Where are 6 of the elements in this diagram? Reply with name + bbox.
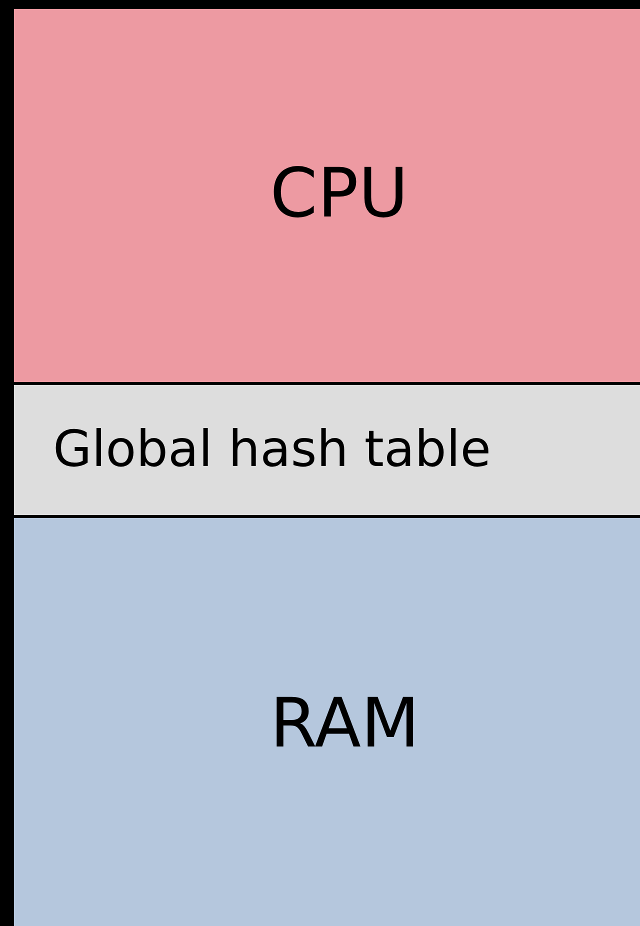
cpu-block: [14, 9, 640, 382]
block-label: Global hash table: [53, 420, 491, 478]
ram-block: [14, 518, 640, 926]
block-label: CPU: [270, 154, 408, 234]
block-label: RAM: [270, 684, 420, 764]
hash-table-block: [14, 385, 640, 515]
